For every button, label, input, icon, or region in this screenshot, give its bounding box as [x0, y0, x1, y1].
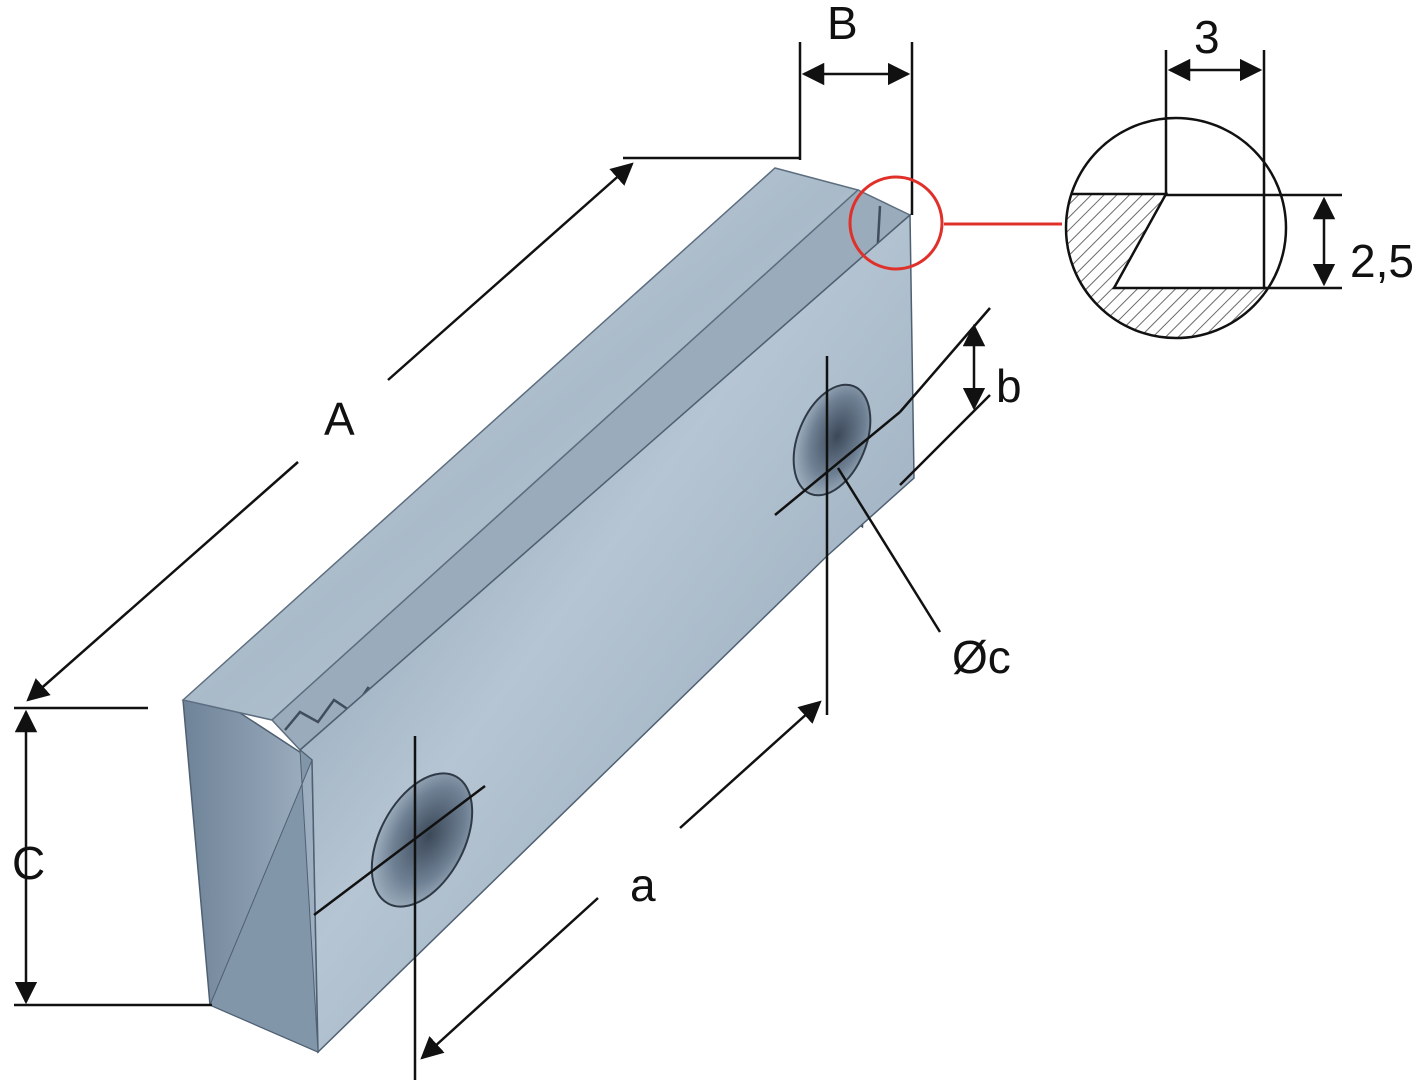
dim-label-a: a	[630, 859, 656, 911]
jaw-body	[181, 167, 915, 1054]
dim-b-extension-top	[899, 307, 991, 413]
groove-detail-view	[1064, 50, 1342, 340]
dim-label-c: Øc	[952, 631, 1011, 683]
dim-label-detail-width: 3	[1194, 11, 1220, 63]
dim-label-detail-depth: 2,5	[1350, 235, 1414, 287]
detail-highlight-circle	[848, 175, 944, 271]
detail-circle-outline	[1064, 116, 1288, 340]
threaded-hole-left	[370, 772, 474, 908]
jaw-front-face-lower	[209, 748, 319, 1053]
dim-a-arrow-upper	[679, 700, 822, 829]
detail-callout	[848, 175, 1062, 271]
hole-centerline-right	[774, 411, 901, 516]
threaded-hole-right	[792, 383, 872, 497]
dim-a-arrow-lower	[420, 897, 599, 1060]
detail-hatched-section	[1066, 194, 1286, 338]
dim-A-arrow-upper	[387, 162, 634, 381]
dimension-lines	[14, 42, 991, 1080]
dim-label-b: b	[996, 360, 1022, 412]
dim-c-leader	[836, 467, 942, 633]
dim-label-B: B	[827, 0, 858, 49]
dim-label-A: A	[324, 393, 355, 445]
dim-A-arrow-lower	[26, 461, 299, 702]
hole-centerline-left	[313, 785, 486, 916]
dim-label-C: C	[12, 837, 46, 889]
detail-profile	[1066, 192, 1266, 290]
